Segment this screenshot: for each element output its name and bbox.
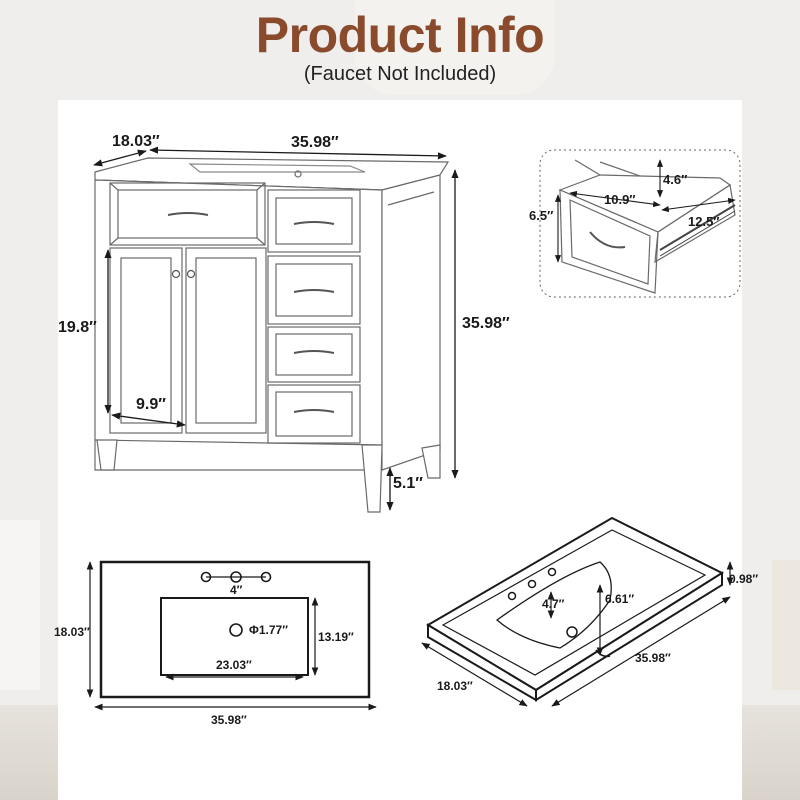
bowl-inner-label: 4.7″: [542, 597, 565, 611]
top-width-label: 35.98″: [211, 713, 247, 727]
background-cabinet: [772, 560, 800, 690]
vanity-height-label: 35.98″: [462, 315, 510, 332]
top-depth-label: 18.03″: [54, 625, 90, 639]
vanity-depth-label: 18.03″: [112, 133, 160, 150]
drawer-front-height-label: 6.5″: [529, 208, 554, 223]
background-mirror: [355, 0, 555, 95]
sink-top-plan-view: [86, 560, 377, 711]
drain-diameter-label: Φ1.77″: [249, 623, 288, 637]
page-title: Product Info: [255, 7, 545, 63]
drawer-detail-view: [539, 149, 741, 298]
basin-depth-label: 13.19″: [318, 630, 354, 644]
drawer-width-label: 10.9″: [604, 192, 636, 207]
drawer-depth-label: 12.5″: [688, 214, 720, 229]
leg-height-label: 5.1″: [393, 475, 423, 492]
background-wall-panel: [0, 520, 40, 690]
door-height-label: 19.8″: [58, 319, 97, 336]
sink-depth-label: 18.03″: [437, 679, 473, 693]
faucet-spacing-label: 4″: [230, 583, 243, 597]
sink-width-label: 35.98″: [635, 651, 671, 665]
sink-thickness-label: 0.98″: [729, 572, 759, 586]
door-width-label: 9.9″: [136, 396, 166, 413]
vanity-dimension-lines: [93, 146, 459, 511]
page-subtitle: (Faucet Not Included): [303, 63, 497, 85]
vanity-front-view: [94, 157, 450, 513]
bowl-depth-label: 6.61″: [605, 592, 635, 606]
vanity-width-label: 35.98″: [291, 134, 339, 151]
sink-perspective-view: [421, 516, 734, 707]
basin-width-label: 23.03″: [216, 658, 252, 672]
drawer-height-label: 4.6″: [663, 172, 688, 187]
